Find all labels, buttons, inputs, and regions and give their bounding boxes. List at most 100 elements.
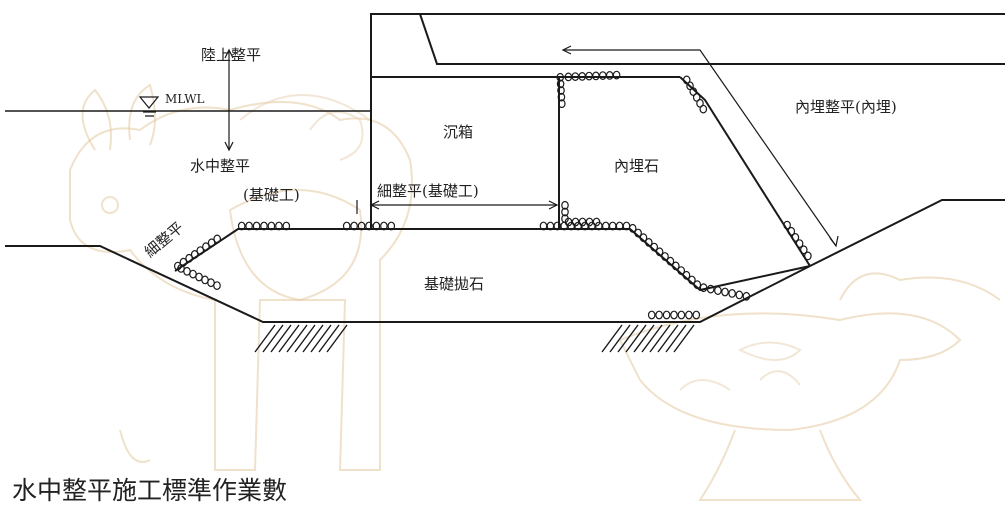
boulder (592, 71, 600, 81)
boulder (699, 283, 708, 293)
backfill-slope-line (679, 76, 811, 267)
boulder (677, 266, 686, 276)
boulder (634, 228, 642, 238)
boulder (685, 310, 693, 320)
boulder (185, 253, 193, 263)
backfill-dim-top (563, 49, 837, 247)
boulder (213, 234, 222, 244)
boulder (721, 287, 729, 297)
boulder (706, 284, 715, 294)
land-leveling-arrowheads (224, 48, 234, 152)
label-backfill-leveling: 內埋整平(內埋) (795, 98, 897, 116)
boulder (655, 247, 664, 257)
boulder (671, 261, 680, 271)
boulder (655, 310, 663, 320)
boulder (689, 87, 698, 96)
backfill-right-slope (809, 199, 1005, 267)
labels: 陸上整平 MLWL 水中整平 (基礎工) 細整平 沉箱 細整平(基礎工) 內埋石… (12, 46, 897, 505)
boulder (612, 70, 621, 80)
boulder (260, 221, 268, 231)
boulder (605, 70, 614, 80)
upper-slope-line (419, 13, 1005, 65)
label-caisson: 沉箱 (443, 123, 473, 141)
boulder (237, 221, 246, 231)
label-fine-leveling-foundation: 細整平(基礎工) (377, 182, 479, 200)
boulder (742, 291, 751, 301)
boulder (692, 310, 701, 320)
label-fine-leveling-slope: 細整平 (141, 218, 187, 261)
boulder (735, 290, 744, 300)
boulder (350, 221, 358, 231)
boulder (282, 221, 291, 231)
boulder (661, 252, 669, 261)
boulder (795, 239, 804, 249)
boulder (245, 221, 253, 231)
boulder (804, 251, 812, 261)
boulder (791, 232, 800, 242)
boulder (207, 238, 216, 248)
figure-caption: 水中整平施工標準作業數 (12, 476, 287, 505)
boulder (670, 310, 678, 320)
label-backfill-stone: 內埋石 (614, 157, 659, 175)
boulder (213, 281, 221, 291)
boulder (728, 289, 736, 298)
boulder (557, 99, 566, 109)
boulders (174, 70, 812, 320)
watermark-donkey (69, 83, 413, 471)
boulder (267, 221, 276, 231)
label-foundation-work: (基礎工) (243, 186, 300, 204)
boulder (639, 233, 648, 243)
boulder (387, 221, 396, 231)
boulder (557, 92, 566, 102)
boulder (677, 310, 686, 320)
rock-hatching (254, 324, 695, 353)
rubble-mound-outline (174, 228, 811, 292)
boulder (561, 200, 569, 210)
boulder (598, 71, 607, 80)
boulder (252, 221, 261, 231)
seabed-line (5, 245, 811, 323)
boulder (380, 221, 388, 231)
watermark-lamp (618, 272, 1001, 501)
label-underwater-leveling: 水中整平 (190, 157, 250, 175)
boulder (592, 217, 601, 227)
fine-leveling-arrowheads (369, 200, 559, 210)
boulder (372, 221, 381, 231)
label-mlwl: MLWL (165, 92, 205, 106)
boulder (688, 275, 696, 285)
boulder (783, 220, 791, 230)
watermark-illustration (69, 83, 1001, 501)
boulder (699, 104, 708, 114)
boulder (787, 226, 796, 236)
boulder (714, 286, 722, 296)
boulder (557, 86, 565, 95)
backfill-dim-arrowheads (561, 45, 839, 248)
boulder (650, 242, 659, 252)
boulder (644, 237, 653, 247)
boulder (275, 221, 283, 231)
boulder (682, 270, 691, 280)
structure-lines (5, 13, 1005, 323)
dimension-lines (224, 45, 839, 248)
boulder (190, 249, 199, 259)
caisson-outline (370, 13, 1005, 229)
boulder (561, 207, 569, 217)
label-land-leveling: 陸上整平 (201, 46, 261, 64)
boulder (202, 242, 210, 252)
boulder (647, 310, 656, 320)
boulder (693, 280, 702, 290)
water-level-symbol (138, 96, 160, 109)
boulder (799, 245, 808, 255)
boulder (628, 223, 637, 233)
boulder (666, 256, 675, 266)
boulder (556, 79, 565, 89)
boulder (342, 221, 351, 231)
boulder (556, 72, 565, 82)
boulder (365, 221, 373, 231)
boulder (196, 246, 205, 256)
boulder (357, 221, 366, 231)
boulder (662, 310, 671, 320)
water-level-ticks (143, 111, 156, 117)
